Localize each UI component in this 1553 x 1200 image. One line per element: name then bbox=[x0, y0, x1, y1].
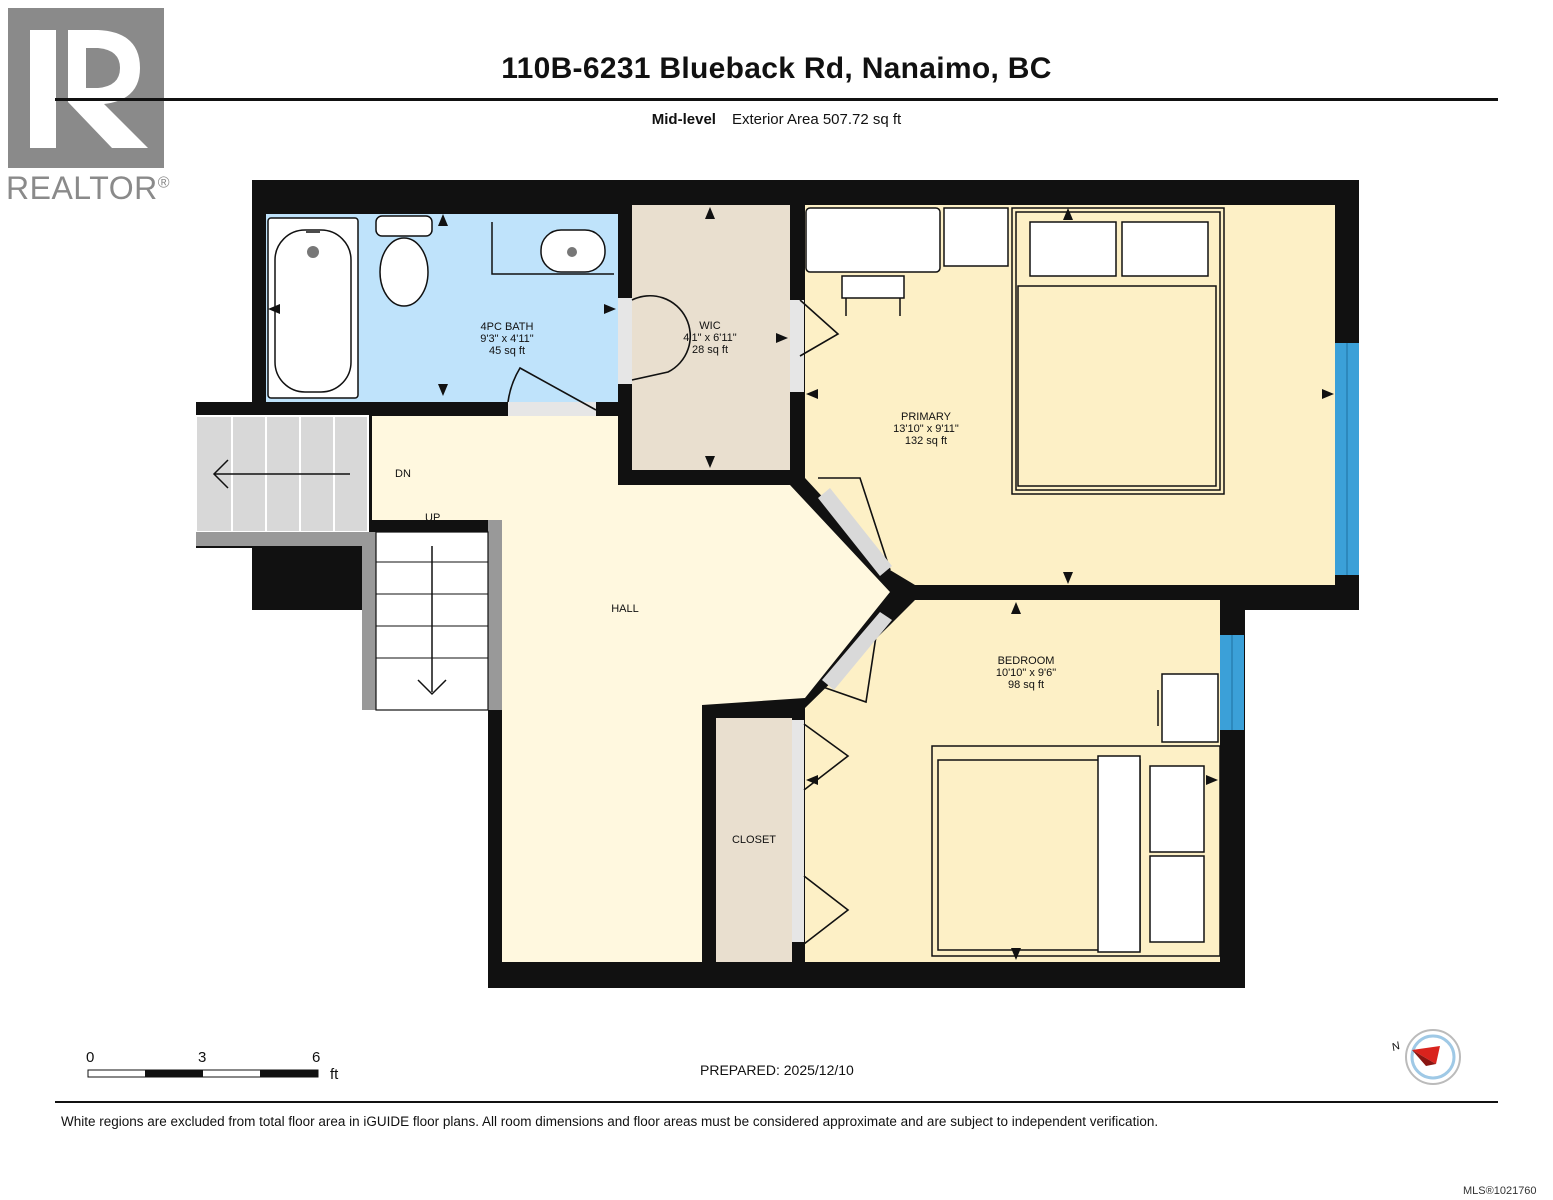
room-label-bedroom: BEDROOM 10'10" x 9'6" 98 sq ft bbox=[946, 655, 1106, 691]
footer-rule bbox=[55, 1101, 1498, 1103]
scale-label-6: 6 bbox=[312, 1049, 321, 1066]
bath-area: 45 sq ft bbox=[488, 345, 526, 357]
exterior-area: Exterior Area 507.72 sq ft bbox=[731, 111, 902, 128]
subtitle: Mid-level Exterior Area 507.72 sq ft bbox=[0, 111, 1553, 128]
toilet-icon bbox=[375, 215, 433, 307]
stairs-down bbox=[195, 415, 372, 546]
vanity-sink-icon bbox=[491, 222, 614, 275]
desk-icon bbox=[805, 207, 941, 316]
wic-area: 28 sq ft bbox=[691, 344, 729, 356]
stairs-down-label: DN bbox=[395, 468, 411, 480]
bath-door-opening bbox=[508, 402, 596, 416]
wic-dims: 4'1" x 6'11" bbox=[683, 332, 737, 344]
realtor-logo-mark bbox=[8, 8, 164, 168]
scale-label-3: 3 bbox=[198, 1049, 207, 1066]
prepared-date: PREPARED: 2025/12/10 bbox=[700, 1062, 854, 1078]
primary-door-opening bbox=[790, 300, 804, 392]
hall-floor bbox=[372, 416, 890, 962]
scale-bar bbox=[87, 1069, 319, 1078]
disclaimer-text: White regions are excluded from total fl… bbox=[61, 1114, 1159, 1129]
bedroom-door-leaf bbox=[822, 612, 892, 690]
scale-unit: ft bbox=[330, 1066, 339, 1083]
page-title: 110B-6231 Blueback Rd, Nanaimo, BC bbox=[501, 52, 1052, 85]
scale-label-0: 0 bbox=[86, 1049, 95, 1066]
stairs-up bbox=[362, 520, 502, 711]
wic-door-opening bbox=[618, 298, 632, 384]
compass-icon bbox=[1405, 1029, 1461, 1085]
closet-floor bbox=[716, 718, 792, 962]
primary-dims: 13'10" x 9'11" bbox=[893, 423, 959, 435]
stairs-up-label: UP bbox=[425, 512, 441, 524]
closet-door-opening bbox=[792, 720, 804, 942]
wic-name: WIC bbox=[699, 320, 721, 332]
bedroom-nightstand-icon bbox=[1157, 673, 1219, 743]
primary-name: PRIMARY bbox=[901, 411, 951, 423]
bedroom-bed-icon bbox=[931, 745, 1221, 957]
level-label: Mid-level bbox=[651, 111, 716, 128]
bath-name: 4PC BATH bbox=[480, 321, 534, 333]
room-label-closet: CLOSET bbox=[674, 834, 834, 846]
dimension-arrows bbox=[268, 207, 1334, 960]
realtor-r-icon bbox=[8, 8, 164, 168]
bathtub-icon bbox=[267, 217, 359, 399]
header-rule bbox=[55, 98, 1498, 101]
primary-area: 132 sq ft bbox=[904, 435, 948, 447]
room-label-wic: WIC 4'1" x 6'11" 28 sq ft bbox=[630, 320, 790, 356]
hall-name: HALL bbox=[611, 603, 639, 615]
bedroom-name: BEDROOM bbox=[997, 655, 1055, 667]
door-swings bbox=[507, 295, 891, 945]
bath-dims: 9'3" x 4'11" bbox=[480, 333, 534, 345]
room-label-hall: HALL bbox=[545, 603, 705, 615]
room-label-bath: 4PC BATH 9'3" x 4'11" 45 sq ft bbox=[427, 321, 587, 357]
bedroom-area: 98 sq ft bbox=[1007, 679, 1045, 691]
primary-door-leaf bbox=[818, 488, 892, 576]
mls-number: MLS®1021760 bbox=[1463, 1185, 1537, 1197]
closet-name: CLOSET bbox=[731, 834, 776, 846]
nightstand-icon bbox=[943, 207, 1009, 267]
realtor-wordmark: REALTOR® bbox=[6, 170, 170, 206]
primary-bed-icon bbox=[1011, 207, 1225, 495]
room-label-primary: PRIMARY 13'10" x 9'11" 132 sq ft bbox=[846, 411, 1006, 447]
bedroom-dims: 10'10" x 9'6" bbox=[995, 667, 1057, 679]
wic-floor bbox=[632, 205, 790, 470]
